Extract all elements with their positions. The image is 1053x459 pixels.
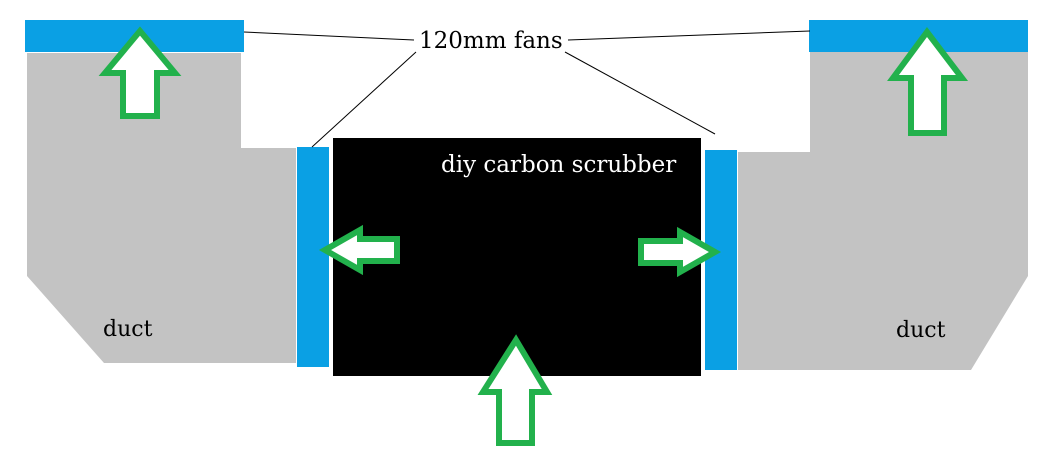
left-duct	[27, 53, 296, 363]
fans-label: 120mm fans	[419, 28, 563, 54]
leader-line-left-top	[243, 31, 415, 41]
right-duct	[738, 52, 1028, 370]
right-arrow-icon	[638, 226, 722, 278]
left-arrow-icon	[318, 224, 400, 276]
scrubber-label: diy carbon scrubber	[441, 152, 676, 178]
leader-line-right-top	[567, 30, 811, 41]
up-arrow-icon	[477, 334, 553, 446]
left-duct-label: duct	[103, 317, 153, 342]
leader-line-right-side	[564, 51, 716, 135]
leader-line-left-side	[311, 51, 417, 148]
up-arrow-icon	[98, 26, 182, 119]
left-side-fan	[297, 147, 329, 367]
up-arrow-icon	[887, 26, 969, 136]
right-side-fan	[705, 150, 737, 370]
fan-leader-lines	[243, 30, 811, 148]
right-duct-label: duct	[896, 318, 946, 343]
